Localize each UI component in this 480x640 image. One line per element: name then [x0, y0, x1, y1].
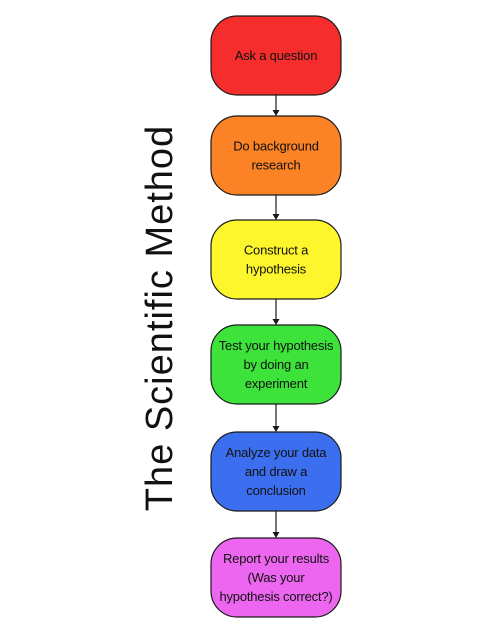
diagram-title: The Scientific Method [139, 125, 181, 511]
step-box [210, 431, 342, 512]
arrow-connector [272, 511, 280, 538]
step-box [210, 15, 342, 96]
arrowhead-icon [272, 532, 280, 538]
arrow-connector [272, 95, 280, 116]
arrow-connector [272, 299, 280, 325]
step-box [210, 115, 342, 196]
step-label-line: Do background [233, 139, 319, 154]
step-label-line: experiment [245, 376, 308, 391]
step-1: Ask a question [210, 15, 342, 96]
step-label-line: research [252, 158, 301, 173]
step-label-line: hypothesis correct?) [219, 589, 332, 604]
step-box [210, 219, 342, 300]
step-label-line: Construct a [244, 243, 309, 258]
step-label-line: Test your hypothesis [219, 338, 334, 353]
step-6: Report your results (Was your hypothesis c… [210, 537, 342, 618]
step-label-line: conclusion [246, 483, 305, 498]
step-label-line: by doing an [243, 357, 308, 372]
step-label-line: Analyze your data [226, 445, 328, 460]
arrowhead-icon [272, 214, 280, 220]
arrow-connector [272, 404, 280, 432]
step-label-line: (Was your [248, 570, 306, 585]
step-4: Test your hypothesis by doing an experimen… [210, 324, 342, 405]
step-box [210, 324, 342, 405]
step-label-line: and draw a [245, 464, 308, 479]
step-label-line: Ask a question [235, 48, 317, 63]
arrow-connector [272, 195, 280, 220]
step-3: Construct a hypothesis [210, 219, 342, 300]
step-5: Analyze your data and draw a conclusion [210, 431, 342, 512]
step-2: Do background research [210, 115, 342, 196]
steps: Ask a question Do background researchConst… [210, 15, 342, 618]
step-box [210, 537, 342, 618]
connectors [272, 95, 280, 538]
arrowhead-icon [272, 426, 280, 432]
step-label-line: Report your results [223, 551, 330, 566]
arrowhead-icon [272, 110, 280, 116]
arrowhead-icon [272, 319, 280, 325]
step-label-line: hypothesis [246, 262, 307, 277]
